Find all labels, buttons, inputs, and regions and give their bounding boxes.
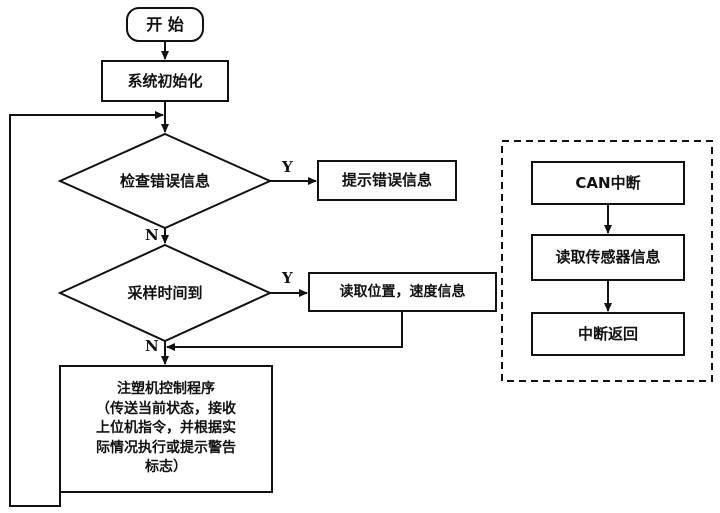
show-error-box [317,160,457,201]
interrupt-return-label: 中断返回 [577,324,638,343]
yes-label-error: Y [282,158,293,176]
yes-label-sample: Y [282,269,293,287]
interrupt-return-box [531,312,685,356]
read-sensor-label: 读取传感器信息 [555,248,661,267]
no-label-sample: N [145,337,159,355]
sample-time-label: 采样时间到 [127,283,203,302]
init-label: 系统初始化 [127,71,203,90]
control-program-box [59,365,273,493]
control-program-label: 注塑机控制程序 （传送当前状态，接收 上位机指令，并根据实 际情况执行或提示警告… [96,381,236,476]
check-error-label: 检查错误信息 [119,171,210,190]
start-label: 开 始 [146,14,184,34]
show-error-label: 提示错误信息 [341,171,432,190]
can-interrupt-label: CAN中断 [575,173,641,192]
interrupt-frame [501,140,713,382]
no-label-error: N [145,226,159,244]
read-position-label: 读取位置，速度信息 [339,283,466,300]
